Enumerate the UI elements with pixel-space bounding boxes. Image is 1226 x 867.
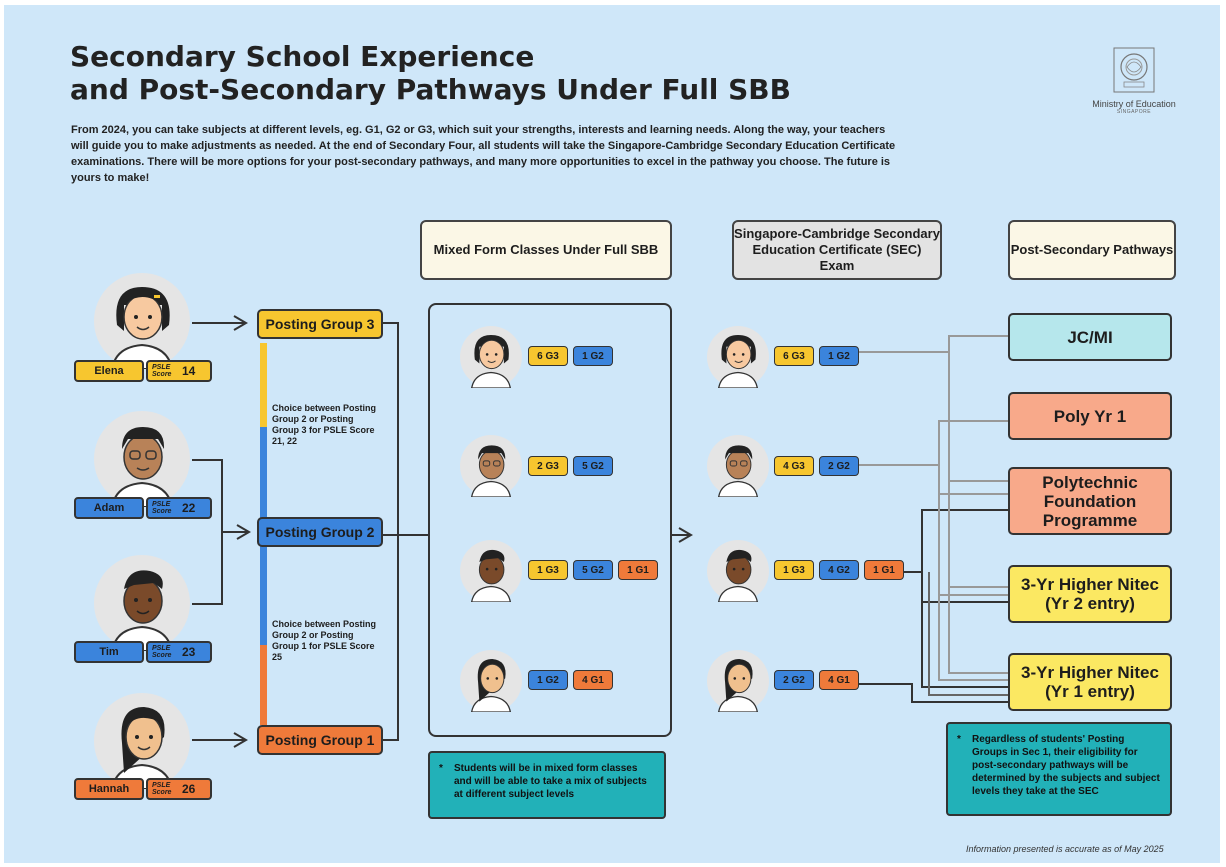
sec-chip-g2: 4 G2 xyxy=(819,560,859,580)
sec-chip-g3: 1 G3 xyxy=(774,560,814,580)
sec-chip-g3: 4 G3 xyxy=(774,456,814,476)
psle-score-label: PSLE Score xyxy=(152,364,172,378)
elena-avatar xyxy=(94,273,190,369)
sec-chip-g3: 6 G3 xyxy=(774,346,814,366)
student-name-elena: Elena xyxy=(74,360,144,382)
elena-sec-avatar xyxy=(707,326,769,388)
posting-group-2: Posting Group 2 xyxy=(257,517,383,547)
pathway-higher-nitec-yr2: 3-Yr Higher Nitec (Yr 2 entry) xyxy=(1008,565,1172,623)
pathways-callout: * Regardless of students' Posting Groups… xyxy=(946,722,1172,816)
tim-mini-avatar xyxy=(460,540,522,602)
mixed-classes-callout: * Students will be in mixed form classes… xyxy=(428,751,666,819)
sec-chip-g2: 2 G2 xyxy=(819,456,859,476)
mixed-chip-g2: 1 G2 xyxy=(573,346,613,366)
pathways-callout-text: Regardless of students' Posting Groups i… xyxy=(972,734,1160,797)
elena-mini-avatar xyxy=(460,326,522,388)
title-line-2: and Post-Secondary Pathways Under Full S… xyxy=(70,73,791,106)
pg1-range-bar xyxy=(260,645,267,725)
hannah-mini-avatar xyxy=(460,650,522,712)
hannah-sec-avatar xyxy=(707,650,769,712)
asterisk-icon: * xyxy=(439,763,443,774)
sec-chip-g1: 1 G1 xyxy=(864,560,904,580)
pg3-range-bar xyxy=(260,343,267,427)
mixed-chip-g1: 1 G1 xyxy=(618,560,658,580)
connector-lines xyxy=(192,315,1009,748)
mixed-chip-g2: 5 G2 xyxy=(573,560,613,580)
posting-group-3: Posting Group 3 xyxy=(257,309,383,339)
mixed-chip-g3: 2 G3 xyxy=(528,456,568,476)
psle-score-label: PSLE Score xyxy=(152,645,172,659)
header-sec-exam: Singapore-Cambridge Secondary Education … xyxy=(732,220,942,280)
student-name-tim: Tim xyxy=(74,641,144,663)
psle-score-value: 26 xyxy=(182,782,196,796)
sec-chip-g1: 4 G1 xyxy=(819,670,859,690)
choice-note-pg2-pg3: Choice between Posting Group 2 or Postin… xyxy=(272,403,377,446)
choice-note-pg2-pg1: Choice between Posting Group 2 or Postin… xyxy=(272,619,377,662)
moe-logo: Ministry of Education SINGAPORE xyxy=(1082,47,1186,115)
moe-sub: SINGAPORE xyxy=(1116,109,1152,115)
mixed-chip-g1: 4 G1 xyxy=(573,670,613,690)
psle-score-label: PSLE Score xyxy=(152,782,172,796)
mixed-form-classes-box xyxy=(428,303,672,737)
mixed-chip-g2: 5 G2 xyxy=(573,456,613,476)
adam-avatar xyxy=(94,411,190,507)
psle-score-hannah: PSLE Score 26 xyxy=(146,778,212,800)
page-title: Secondary School Experience and Post-Sec… xyxy=(70,40,791,106)
tim-sec-avatar xyxy=(707,540,769,602)
student-name-adam: Adam xyxy=(74,497,144,519)
pathway-jc-mi: JC/MI xyxy=(1008,313,1172,361)
pathway-polytechnic-foundation: Polytechnic Foundation Programme xyxy=(1008,467,1172,535)
moe-crest-icon xyxy=(1113,47,1155,93)
adam-mini-avatar xyxy=(460,435,522,497)
psle-score-value: 23 xyxy=(182,645,196,659)
psle-score-tim: PSLE Score 23 xyxy=(146,641,212,663)
asterisk-icon: * xyxy=(957,734,961,745)
sec-chip-g2: 1 G2 xyxy=(819,346,859,366)
posting-group-1: Posting Group 1 xyxy=(257,725,383,755)
psle-score-label: PSLE Score xyxy=(152,501,172,515)
infographic-canvas: Secondary School Experience and Post-Sec… xyxy=(4,5,1220,863)
hannah-avatar xyxy=(94,693,190,789)
mixed-callout-text: Students will be in mixed form classes a… xyxy=(454,763,647,800)
moe-name: Ministry of Education xyxy=(1092,99,1176,109)
psle-score-value: 14 xyxy=(182,364,196,378)
pathway-poly-yr1: Poly Yr 1 xyxy=(1008,392,1172,440)
tim-avatar xyxy=(94,555,190,651)
accuracy-footnote: Information presented is accurate as of … xyxy=(966,844,1164,854)
title-line-1: Secondary School Experience xyxy=(70,40,535,73)
psle-score-adam: PSLE Score 22 xyxy=(146,497,212,519)
intro-paragraph: From 2024, you can take subjects at diff… xyxy=(71,124,896,184)
psle-score-elena: PSLE Score 14 xyxy=(146,360,212,382)
header-mixed-form-classes: Mixed Form Classes Under Full SBB xyxy=(420,220,672,280)
student-name-hannah: Hannah xyxy=(74,778,144,800)
mixed-chip-g2: 1 G2 xyxy=(528,670,568,690)
header-post-secondary: Post-Secondary Pathways xyxy=(1008,220,1176,280)
sec-chip-g2: 2 G2 xyxy=(774,670,814,690)
psle-score-value: 22 xyxy=(182,501,196,515)
adam-sec-avatar xyxy=(707,435,769,497)
mixed-chip-g3: 6 G3 xyxy=(528,346,568,366)
pathway-higher-nitec-yr1: 3-Yr Higher Nitec (Yr 1 entry) xyxy=(1008,653,1172,711)
mixed-chip-g3: 1 G3 xyxy=(528,560,568,580)
